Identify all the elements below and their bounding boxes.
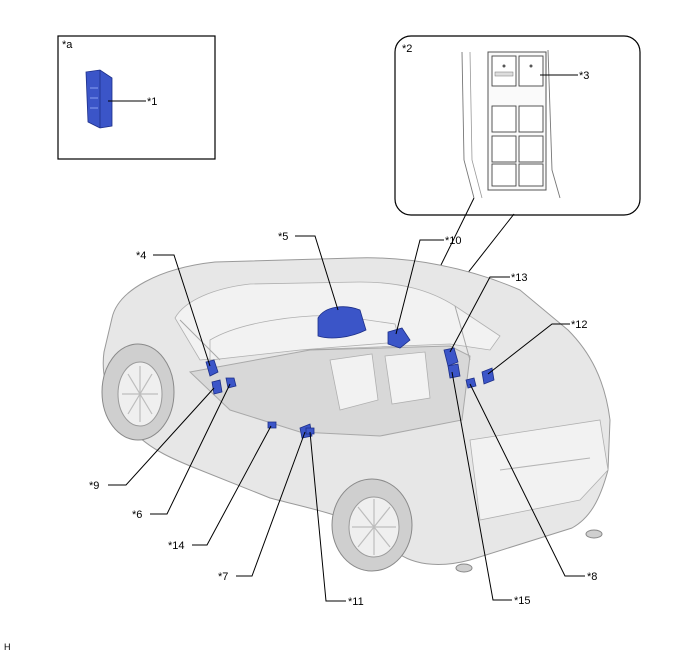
callout-15: *15 bbox=[514, 595, 531, 607]
inset-a-tag: *a bbox=[62, 39, 73, 51]
callout-11: *11 bbox=[348, 596, 364, 608]
callout-8: *8 bbox=[587, 571, 597, 583]
inset-a-panel: *a *1 bbox=[57, 35, 216, 160]
leader-lines bbox=[108, 235, 585, 602]
callout-3: *3 bbox=[579, 70, 589, 82]
component-11 bbox=[305, 427, 315, 435]
callout-4: *4 bbox=[136, 250, 146, 262]
rear-left-wheel bbox=[331, 478, 413, 572]
module-component-1 bbox=[85, 69, 113, 129]
callout-14: *14 bbox=[168, 540, 185, 552]
window-switch-assembly bbox=[487, 51, 547, 191]
callout-10: *10 bbox=[445, 235, 462, 247]
component-15 bbox=[447, 363, 461, 379]
callout-6: *6 bbox=[132, 509, 142, 521]
callout-13: *13 bbox=[511, 272, 528, 284]
callout-labels: *4 *5 *10 *13 *12 *9 *6 *14 *7 *11 *15 *… bbox=[89, 231, 597, 608]
component-9 bbox=[211, 379, 223, 395]
component-6 bbox=[225, 377, 237, 389]
callout-9: *9 bbox=[89, 480, 99, 492]
component-13 bbox=[443, 347, 459, 367]
component-5 bbox=[317, 306, 367, 339]
callout-5: *5 bbox=[278, 231, 288, 243]
inset-switch-tag: *2 bbox=[402, 43, 412, 55]
callout-1: *1 bbox=[147, 96, 157, 108]
callout-12: *12 bbox=[571, 319, 588, 331]
component-14 bbox=[267, 421, 277, 429]
vehicle-illustration bbox=[101, 257, 611, 573]
component-10 bbox=[387, 327, 411, 349]
footer-code: H bbox=[4, 642, 11, 652]
front-left-wheel bbox=[101, 343, 175, 441]
callout-7: *7 bbox=[218, 571, 228, 583]
inset-switch-panel: *2 *3 bbox=[394, 35, 641, 216]
component-8 bbox=[465, 377, 477, 389]
